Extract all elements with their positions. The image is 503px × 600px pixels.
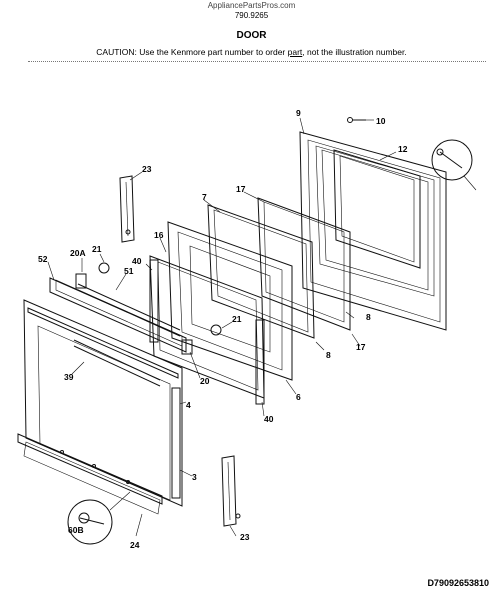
- caution-text: CAUTION: Use the Kenmore part number to …: [96, 47, 288, 57]
- model-number: 790.9265: [234, 11, 269, 20]
- part-link[interactable]: part: [287, 47, 303, 57]
- site-watermark: AppliancePartsPros.com: [207, 1, 296, 10]
- glass-panel-7: [207, 204, 315, 339]
- callout-21-top: 21: [92, 244, 102, 254]
- door-liner-6: [167, 221, 293, 381]
- hinge-upper: [119, 175, 135, 243]
- door-gasket: [333, 149, 421, 269]
- callout-8-right: 8: [366, 312, 371, 322]
- hinge-lower: [221, 455, 241, 527]
- callout-8-lower: 8: [326, 350, 331, 360]
- callout-20: 20: [200, 376, 210, 386]
- spacer-40: [149, 259, 265, 405]
- screw-10: [347, 117, 374, 123]
- side-trim-3: [171, 387, 181, 499]
- caution-note: CAUTION: Use the Kenmore part number to …: [0, 47, 503, 57]
- callout-6: 6: [296, 392, 301, 402]
- outer-door-panel: [23, 299, 183, 507]
- callout-3: 3: [192, 472, 197, 482]
- callout-51: 51: [124, 266, 134, 276]
- callout-60b: 60B: [68, 525, 84, 535]
- callout-9: 9: [296, 108, 301, 118]
- page-title: DOOR: [236, 30, 267, 41]
- callout-17-top: 17: [236, 184, 246, 194]
- header-divider: [28, 61, 486, 62]
- callout-16: 16: [154, 230, 164, 240]
- callout-12: 12: [398, 144, 408, 154]
- callout-10: 10: [376, 116, 386, 126]
- caution-text-end: , not the illustration number.: [302, 47, 407, 57]
- callout-24: 24: [130, 540, 140, 550]
- callout-21-mid: 21: [232, 314, 242, 324]
- callout-40-bottom: 40: [264, 414, 274, 424]
- bottom-trim-24: [17, 433, 163, 515]
- clip-21: [98, 262, 222, 336]
- callout-52: 52: [38, 254, 48, 264]
- callout-23-bottom: 23: [240, 532, 250, 542]
- callout-7: 7: [202, 192, 207, 202]
- callout-4: 4: [186, 400, 191, 410]
- leader-lines: [47, 117, 397, 537]
- callout-20a: 20A: [70, 248, 86, 258]
- callout-23-top: 23: [142, 164, 152, 174]
- callout-39: 39: [64, 372, 74, 382]
- document-id: D79092653810: [427, 578, 489, 588]
- door-handle-assembly: [49, 273, 193, 355]
- callout-17-bottom: 17: [356, 342, 366, 352]
- inner-glass-17: [257, 197, 351, 331]
- screw-detail-circle: [431, 139, 477, 191]
- screw-detail-60b: [67, 491, 131, 545]
- callout-40-top: 40: [132, 256, 142, 266]
